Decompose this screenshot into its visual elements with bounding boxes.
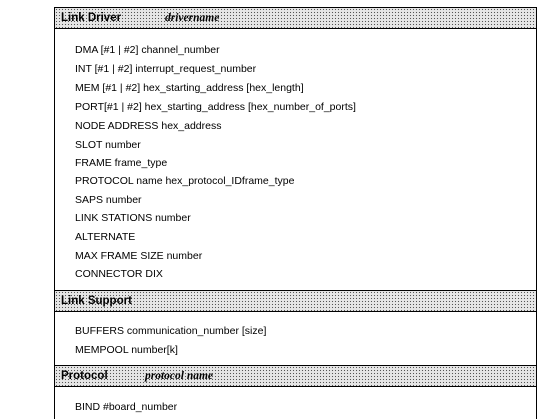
- link-driver-line-port: PORT[#1 | #2] hex_starting_address [hex_…: [75, 101, 356, 113]
- link-driver-line-protocol: PROTOCOL name hex_protocol_IDframe_type: [75, 175, 295, 187]
- protocol-param: protocol name: [145, 370, 214, 382]
- link-driver-line-dma: DMA [#1 | #2] channel_number: [75, 44, 220, 56]
- config-syntax-table: Link Driver drivername DMA [#1 | #2] cha…: [54, 7, 537, 419]
- link-driver-line-frame: FRAME frame_type: [75, 157, 168, 169]
- link-support-title: Link Support: [61, 295, 132, 307]
- link-support-header: Link Support: [55, 290, 536, 312]
- link-driver-line-node-address: NODE ADDRESS hex_address: [75, 120, 222, 132]
- protocol-line-bind: BIND #board_number: [75, 401, 178, 413]
- link-support-line-buffers: BUFFERS communication_number [size]: [75, 325, 267, 337]
- link-support-line-mempool: MEMPOOL number[k]: [75, 344, 178, 356]
- link-driver-line-slot: SLOT number: [75, 139, 141, 151]
- link-driver-line-link-stations: LINK STATIONS number: [75, 212, 191, 224]
- link-driver-line-mem: MEM [#1 | #2] hex_starting_address [hex_…: [75, 82, 304, 94]
- link-driver-title: Link Driver: [61, 12, 122, 24]
- protocol-header: Protocol protocol name: [55, 365, 536, 387]
- link-driver-line-saps: SAPS number: [75, 194, 142, 206]
- link-driver-line-connector: CONNECTOR DIX: [75, 268, 163, 280]
- link-driver-line-alternate: ALTERNATE: [75, 231, 136, 243]
- link-driver-param: drivername: [165, 12, 220, 24]
- link-driver-line-int: INT [#1 | #2] interrupt_request_number: [75, 63, 257, 75]
- protocol-title: Protocol: [61, 370, 108, 382]
- link-driver-header: Link Driver drivername: [55, 7, 536, 29]
- link-driver-line-max-frame-size: MAX FRAME SIZE number: [75, 250, 203, 262]
